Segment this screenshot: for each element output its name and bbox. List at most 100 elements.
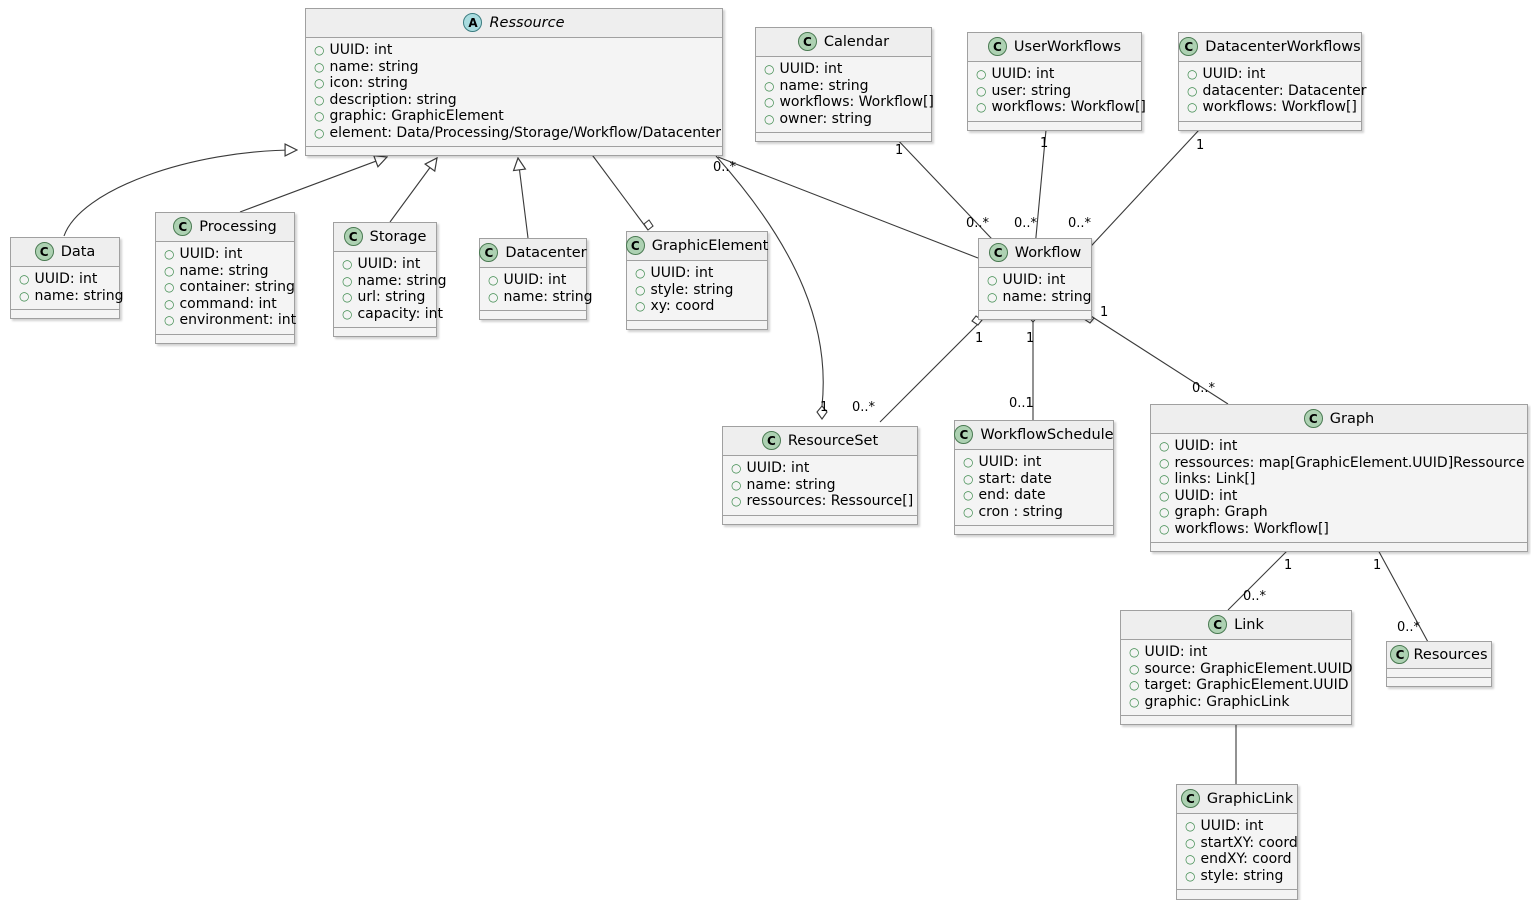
class-box-graphiclink[interactable]: C GraphicLink ○UUID: int ○startXY: coord… [1176, 784, 1298, 900]
class-box-link[interactable]: C Link ○UUID: int ○source: GraphicElemen… [1120, 610, 1353, 725]
class-stereotype-icon: C [173, 217, 193, 236]
attribute-list-datacenterworkflows: ○UUID: int ○datacenter: Datacenter ○work… [1179, 62, 1366, 122]
attribute-row: ○style: string [1185, 867, 1284, 884]
class-header-resourceset: C ResourceSet [723, 427, 917, 456]
attribute-row: ○name: string [19, 287, 124, 304]
visibility-public-icon: ○ [987, 289, 998, 304]
visibility-public-icon: ○ [976, 67, 987, 81]
visibility-public-icon: ○ [963, 504, 974, 519]
attribute-row: ○name: string [488, 288, 593, 305]
attribute-list-graph: ○UUID: int ○ressources: map[GraphicEleme… [1151, 434, 1527, 543]
class-stereotype-icon: C [1180, 789, 1200, 808]
method-compartment [723, 515, 917, 524]
attribute-list-ressource: ○UUID: int ○name: string ○icon: string ○… [306, 38, 722, 147]
class-header-graph: C Graph [1151, 405, 1527, 434]
class-name-calendar: Calendar [823, 33, 890, 50]
multiplicity-label: 0..* [1397, 620, 1421, 635]
edge-ressource-graphicelement [589, 151, 649, 231]
visibility-public-icon: ○ [1185, 835, 1196, 850]
multiplicity-label: 1 [895, 143, 904, 158]
method-compartment [480, 311, 586, 319]
visibility-public-icon: ○ [987, 273, 998, 287]
visibility-public-icon: ○ [1129, 694, 1140, 709]
attribute-list-resourceset: ○UUID: int ○name: string ○ressources: Re… [723, 456, 917, 516]
class-header-userworkflows: C UserWorkflows [968, 33, 1141, 62]
class-box-ressource[interactable]: A Ressource ○UUID: int ○name: string ○ic… [305, 8, 723, 156]
visibility-public-icon: ○ [1159, 521, 1170, 536]
class-header-resources: C Resources [1387, 642, 1491, 669]
visibility-public-icon: ○ [1129, 645, 1140, 659]
multiplicity-label: 0..* [1014, 216, 1038, 231]
multiplicity-label: 0..* [1068, 216, 1092, 231]
class-box-resources[interactable]: C Resources [1386, 641, 1492, 687]
attribute-row: ○UUID: int [314, 42, 393, 58]
class-header-data: C Data [11, 238, 119, 267]
attribute-row: ○start: date [963, 470, 1052, 487]
visibility-public-icon: ○ [963, 488, 974, 502]
method-compartment [1177, 890, 1297, 899]
multiplicity-label: 1 [1040, 136, 1049, 151]
attribute-row: ○name: string [342, 272, 447, 289]
class-box-userworkflows[interactable]: C UserWorkflows ○UUID: int ○user: string… [967, 32, 1146, 131]
attribute-row: ○graphic: GraphicElement [314, 108, 504, 124]
visibility-public-icon: ○ [635, 266, 646, 280]
class-box-processing[interactable]: C Processing ○UUID: int ○name: string ○c… [155, 212, 296, 344]
class-box-workflow[interactable]: C Workflow ○UUID: int ○name: string [978, 238, 1092, 320]
class-stereotype-icon: C [1390, 645, 1410, 664]
visibility-public-icon: ○ [314, 43, 325, 57]
attribute-row: ○graphic: GraphicLink [1129, 693, 1290, 710]
class-box-graph[interactable]: C Graph ○UUID: int ○ressources: map[Grap… [1150, 404, 1528, 552]
class-header-datacenterworkflows: C DatacenterWorkflows [1179, 33, 1361, 62]
visibility-public-icon: ○ [731, 494, 742, 508]
multiplicity-label: 1 [1196, 138, 1205, 153]
attribute-row: ○UUID: int [1159, 438, 1238, 454]
class-box-resourceset[interactable]: C ResourceSet ○UUID: int ○name: string ○… [722, 426, 918, 525]
visibility-public-icon: ○ [342, 257, 353, 271]
class-stereotype-icon: C [1303, 409, 1323, 428]
class-box-data[interactable]: C Data ○UUID: int ○name: string [10, 237, 124, 319]
class-name-userworkflows: UserWorkflows [1013, 38, 1122, 55]
class-stereotype-icon: C [343, 227, 363, 246]
attribute-row: ○workflows: Workflow[] [1159, 520, 1329, 537]
visibility-public-icon: ○ [1185, 819, 1196, 833]
class-box-calendar[interactable]: C Calendar ○UUID: int ○name: string ○wor… [755, 27, 934, 142]
visibility-public-icon: ○ [1159, 439, 1170, 453]
visibility-public-icon: ○ [342, 306, 353, 321]
class-name-workflowschedule: WorkflowSchedule [980, 426, 1114, 443]
multiplicity-label: 1 [1373, 558, 1382, 573]
visibility-public-icon: ○ [963, 471, 974, 486]
attribute-row: ○startXY: coord [1185, 834, 1298, 851]
class-box-workflowschedule[interactable]: C WorkflowSchedule ○UUID: int ○start: da… [954, 420, 1114, 535]
class-name-datacenter: Datacenter [505, 244, 587, 261]
multiplicity-label: 0..* [713, 160, 737, 175]
class-header-storage: C Storage [334, 223, 436, 252]
class-box-graphicelement[interactable]: C GraphicElement ○UUID: int ○style: stri… [625, 231, 769, 330]
class-name-graph: Graph [1329, 410, 1375, 427]
attribute-row: ○UUID: int [488, 272, 567, 288]
visibility-public-icon: ○ [1129, 661, 1140, 676]
multiplicity-label: 1 [1284, 558, 1293, 573]
class-name-graphicelement: GraphicElement [651, 237, 769, 254]
multiplicity-label: 0..* [1243, 589, 1267, 604]
class-header-link: C Link [1121, 611, 1351, 640]
class-stereotype-icon: C [479, 243, 499, 262]
visibility-public-icon: ○ [635, 299, 646, 313]
class-box-storage[interactable]: C Storage ○UUID: int ○name: string ○url:… [333, 222, 447, 337]
class-box-datacenter[interactable]: C Datacenter ○UUID: int ○name: string [479, 238, 593, 320]
method-compartment [11, 310, 119, 318]
visibility-public-icon: ○ [764, 78, 775, 93]
class-name-storage: Storage [369, 228, 427, 245]
attribute-row: ○name: string [987, 288, 1092, 305]
attribute-list-workflow: ○UUID: int ○name: string [979, 268, 1092, 311]
class-box-datacenterworkflows[interactable]: C DatacenterWorkflows ○UUID: int ○datace… [1178, 32, 1366, 131]
attribute-row: ○source: GraphicElement.UUID [1129, 660, 1353, 677]
attribute-list-data: ○UUID: int ○name: string [11, 267, 124, 310]
attribute-row: ○workflows: Workflow[] [1187, 99, 1357, 115]
abstract-stereotype-icon: A [463, 13, 483, 32]
visibility-public-icon: ○ [635, 282, 646, 297]
attribute-row: ○capacity: int [342, 305, 443, 322]
visibility-public-icon: ○ [764, 62, 775, 76]
visibility-public-icon: ○ [1187, 67, 1198, 81]
attribute-list-processing: ○UUID: int ○name: string ○container: str… [156, 242, 296, 335]
